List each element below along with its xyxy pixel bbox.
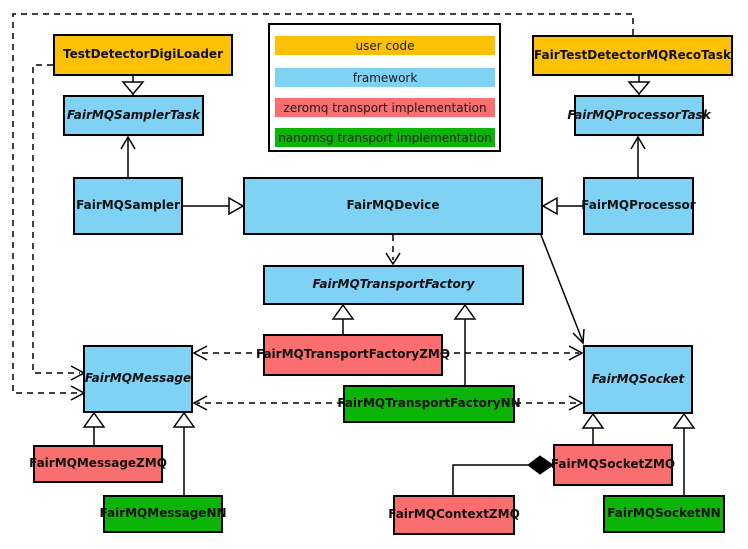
node-fairmqsocketzmq: FairMQSocketZMQ xyxy=(550,444,676,486)
node-fairmqprocessortask: FairMQProcessorTask xyxy=(567,95,711,136)
edge-device-depends-transportfactory xyxy=(385,235,401,266)
node-label: FairMQSocketNN xyxy=(607,506,721,521)
legend-label: nanomsg transport implementation xyxy=(278,130,492,145)
legend-item-framework: framework xyxy=(275,68,495,87)
edge-socketnn-extends-socket xyxy=(672,412,696,495)
node-label: FairMQSampler xyxy=(76,198,180,213)
node-label: TestDetectorDigiLoader xyxy=(62,47,223,62)
node-label: FairMQMessageNN xyxy=(99,506,227,521)
node-fairmqdevice: FairMQDevice xyxy=(243,177,543,235)
edge-recotask-extends-processortask xyxy=(627,76,651,96)
node-label: FairMQDevice xyxy=(346,198,440,213)
edge-factoryzmq-extends-factory xyxy=(331,303,355,334)
node-fairtestdetectormqrecotask: FairTestDetectorMQRecoTask xyxy=(532,35,733,76)
node-label: FairMQProcessor xyxy=(581,198,696,213)
edge-socketzmq-extends-socket xyxy=(581,412,605,444)
edge-socketzmq-composes-contextzmq xyxy=(452,455,554,495)
node-fairmqprocessor: FairMQProcessor xyxy=(581,177,696,235)
node-label: FairMQSamplerTask xyxy=(66,107,201,122)
legend-item-user-code: user code xyxy=(275,36,495,55)
edge-device-uses-socket xyxy=(540,234,585,345)
legend-panel: user code framework zeromq transport imp… xyxy=(268,23,501,152)
edge-factorynn-depends-socket xyxy=(515,395,584,411)
node-fairmqsamplertask: FairMQSamplerTask xyxy=(63,95,204,136)
edge-factoryzmq-depends-message xyxy=(192,345,263,361)
node-fairmqcontextzmq: FairMQContextZMQ xyxy=(388,495,520,535)
node-label: FairMQSocket xyxy=(591,371,685,386)
node-fairmqmessagezmq: FairMQMessageZMQ xyxy=(29,445,167,483)
node-fairmqmessagenn: FairMQMessageNN xyxy=(99,495,227,533)
node-label: FairMQMessage xyxy=(84,371,192,386)
node-label: FairTestDetectorMQRecoTask xyxy=(534,47,731,62)
node-fairmqtransportfactory: FairMQTransportFactory xyxy=(263,265,524,305)
node-label: FairMQTransportFactory xyxy=(312,277,475,292)
node-label: FairMQProcessorTask xyxy=(567,107,711,122)
edge-digiloader-extends-samplertask xyxy=(121,76,145,96)
node-label: FairMQSocketZMQ xyxy=(550,457,676,472)
node-fairmqtransportfactoryzmq: FairMQTransportFactoryZMQ xyxy=(256,334,450,376)
legend-label: zeromq transport implementation xyxy=(283,100,487,115)
node-fairmqsocket: FairMQSocket xyxy=(583,345,693,414)
legend-item-nanomsg: nanomsg transport implementation xyxy=(275,128,495,147)
node-label: FairMQTransportFactoryNN xyxy=(337,396,521,411)
edge-sampler-extends-device xyxy=(183,196,245,216)
legend-label: framework xyxy=(352,70,418,85)
node-testdetectordigiloader: TestDetectorDigiLoader xyxy=(53,34,233,76)
edge-sampler-uses-samplertask xyxy=(120,135,136,177)
edge-messagenn-extends-message xyxy=(172,411,196,495)
legend-item-zeromq: zeromq transport implementation xyxy=(275,98,495,117)
node-label: FairMQTransportFactoryZMQ xyxy=(255,347,451,362)
edge-processor-uses-processortask xyxy=(630,135,646,177)
edge-factorynn-extends-factory xyxy=(453,303,477,385)
node-fairmqsocketnn: FairMQSocketNN xyxy=(603,495,725,533)
edge-factorynn-depends-message xyxy=(192,395,343,411)
legend-label: user code xyxy=(355,38,415,53)
edge-factoryzmq-depends-socket xyxy=(443,345,584,361)
node-label: FairMQMessageZMQ xyxy=(29,456,167,471)
node-label: FairMQContextZMQ xyxy=(388,507,520,522)
edge-processor-extends-device xyxy=(541,196,583,216)
node-fairmqmessage: FairMQMessage xyxy=(83,345,193,413)
node-fairmqtransportfactorynn: FairMQTransportFactoryNN xyxy=(337,385,521,423)
edge-messagezmq-extends-message xyxy=(82,411,106,445)
node-fairmqsampler: FairMQSampler xyxy=(73,177,183,235)
